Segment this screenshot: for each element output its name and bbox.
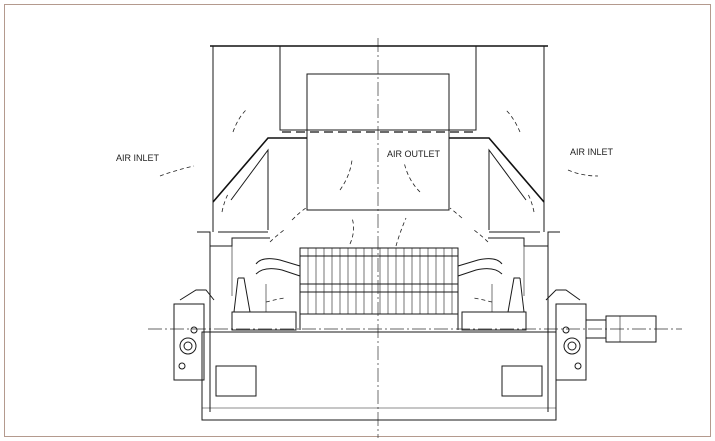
motor-shaft [585,315,657,343]
stator-frame [197,231,560,412]
end-shield-left [173,289,215,381]
rotor-core [255,247,503,330]
air-inlet-right-label: AIR INLET [570,147,614,157]
drawing-frame [4,4,711,437]
air-inlet-left-label: AIR INLET [116,153,160,163]
airflow-arrows [159,109,599,303]
air-outlet-label: AIR OUTLET [387,149,441,159]
end-shield-right [545,289,587,381]
bearing-supports [231,277,527,331]
cooler-housing [210,45,548,233]
motor-base [201,331,557,421]
